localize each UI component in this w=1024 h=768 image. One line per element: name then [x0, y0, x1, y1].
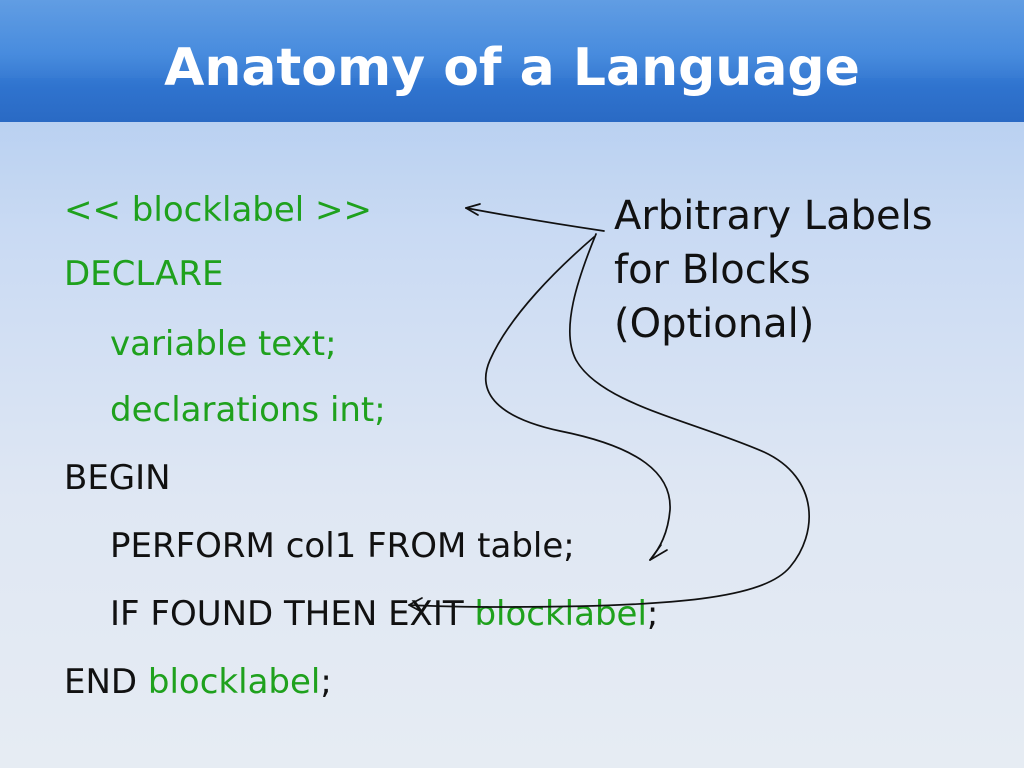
code-line-variable-text: variable text;	[110, 324, 337, 364]
code-line-if-found-suffix: ;	[646, 594, 659, 634]
code-line-block-label: << blocklabel >>	[64, 190, 373, 230]
annotation-text: Arbitrary Labels for Blocks (Optional)	[614, 193, 933, 347]
code-line-perform: PERFORM col1 FROM table;	[110, 526, 575, 566]
code-line-begin: BEGIN	[64, 458, 171, 498]
arrow-to-top-label-icon	[465, 203, 605, 232]
code-line-declarations-int: declarations int;	[110, 390, 386, 430]
code-line-declare: DECLARE	[64, 254, 224, 294]
code-line-if-found-label: blocklabel	[474, 594, 647, 634]
slide-title: Anatomy of a Language	[164, 38, 860, 98]
code-line-end-prefix: END	[64, 662, 148, 702]
slide-header	[0, 0, 1024, 122]
code-line-if-found-prefix: IF FOUND THEN EXIT	[110, 594, 475, 634]
code-line-end: END blocklabel;	[64, 662, 332, 702]
code-line-if-found: IF FOUND THEN EXIT blocklabel;	[110, 594, 658, 634]
code-line-end-suffix: ;	[320, 662, 332, 702]
code-line-end-label: blocklabel	[147, 662, 321, 702]
header-highlight	[0, 0, 1024, 78]
